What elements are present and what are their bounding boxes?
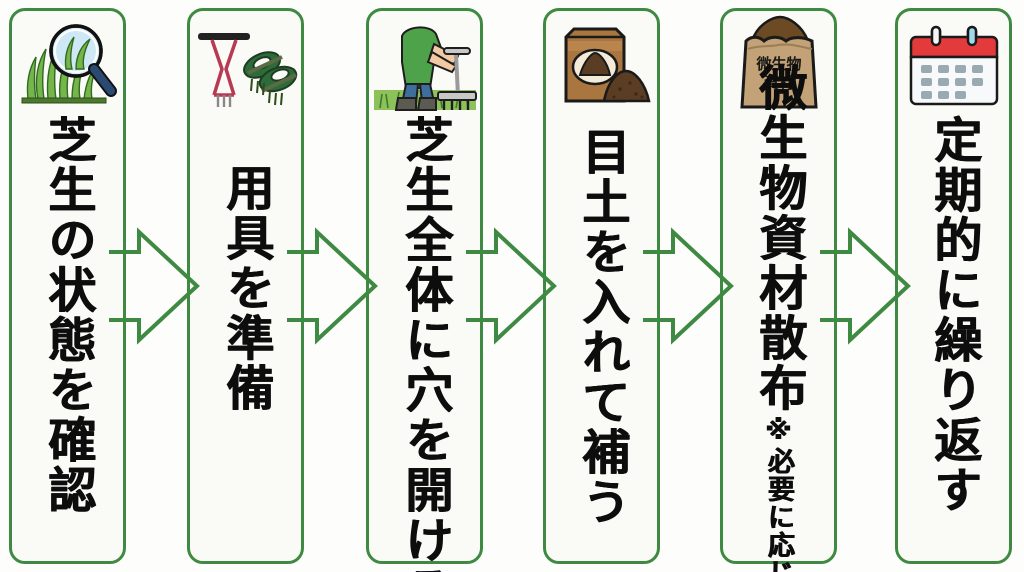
step-panel-4[interactable]: 目土を入れて補う — [543, 8, 660, 564]
calendar-icon — [898, 15, 1009, 119]
step-label-5: 微生物資材散布 — [750, 62, 807, 413]
step-panel-6[interactable]: 定期的に繰り返す — [895, 8, 1012, 564]
soil-bag-icon — [546, 15, 657, 119]
connector-arrow-2 — [283, 227, 395, 345]
step-panel-5[interactable]: 微生物 資材 微生物資材散布 ※必要に応じて — [720, 8, 837, 572]
step-label-3: 芝生全体に穴を開ける — [396, 115, 453, 572]
microbial-material-sack-icon: 微生物 資材 — [723, 15, 834, 115]
step-label-1: 芝生の状態を確認 — [39, 115, 96, 515]
connector-arrow-1 — [105, 227, 217, 345]
connector-arrow-3 — [462, 227, 574, 345]
connector-arrow-5 — [816, 227, 928, 345]
aerator-tool-and-spike-sandals-icon — [190, 15, 301, 119]
person-aerating-lawn-icon — [369, 15, 480, 119]
magnifier-over-grass-icon — [12, 15, 123, 119]
step-note-5: ※必要に応じて — [763, 414, 794, 572]
step-label-2: 用具を準備 — [217, 163, 274, 413]
connector-arrow-4 — [639, 227, 751, 345]
step-label-6: 定期的に繰り返す — [925, 115, 982, 515]
step-panel-1[interactable]: 芝生の状態を確認 — [9, 8, 126, 564]
step-panel-3[interactable]: 芝生全体に穴を開ける — [366, 8, 483, 572]
step-label-4: 目土を入れて補う — [573, 127, 630, 527]
sack-label-line2: 資材 — [763, 74, 793, 92]
step-panel-2[interactable]: 用具を準備 — [187, 8, 304, 564]
sack-label-line1: 微生物 — [755, 55, 801, 73]
